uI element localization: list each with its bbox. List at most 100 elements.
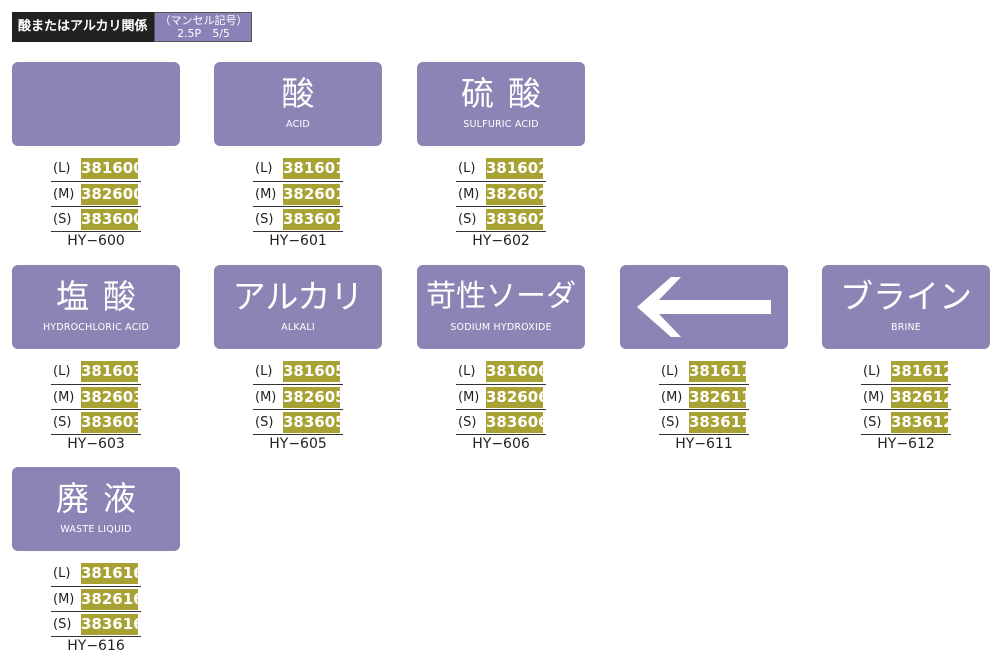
size-label: (L) <box>53 364 71 379</box>
sign-en-text: ALKALI <box>281 322 315 333</box>
sign-jp-text: ブライン <box>840 277 972 316</box>
sign-waste-liquid: 廃液 WASTE LIQUID <box>12 467 180 551</box>
size-label: (M) <box>53 389 75 405</box>
size-label: (S) <box>863 414 882 430</box>
product-code: 382600 <box>81 183 144 205</box>
size-label: (S) <box>53 414 72 430</box>
product-code: 381600 <box>81 158 144 179</box>
code-row-l: (L) 381600 <box>51 156 144 181</box>
size-label: (M) <box>53 186 75 202</box>
product-code: 382611 <box>689 386 752 408</box>
sign-jp-text: 廃液 <box>56 479 150 518</box>
product-code: 383603 <box>81 411 144 433</box>
code-row-s: (S)383606 <box>456 409 549 434</box>
code-list: (L)381606 (M)382606 (S)383606 <box>456 359 549 434</box>
code-row-l: (L)381605 <box>253 359 346 384</box>
sign-brine: ブライン BRINE <box>822 265 990 349</box>
model-number: HY−612 <box>861 434 951 452</box>
code-row-s: (S) 383602 <box>456 206 549 231</box>
product-code: 382601 <box>283 183 346 205</box>
size-label: (M) <box>458 186 480 202</box>
product-card-hy616: 廃液 WASTE LIQUID (L)381616 (M)382616 (S)3… <box>12 467 180 654</box>
sign-jp-text: アルカリ <box>232 277 364 316</box>
model-number: HY−606 <box>456 434 546 452</box>
size-label: (L) <box>661 364 679 379</box>
code-list: (L)381616 (M)382616 (S)383616 <box>51 561 144 636</box>
size-label: (M) <box>255 389 277 405</box>
product-code: 382606 <box>486 386 549 408</box>
code-list: (L)381611 (M)382611 (S)383611 <box>659 359 752 434</box>
product-code: 381606 <box>486 361 549 382</box>
code-row-m: (M)382612 <box>861 384 954 409</box>
size-label: (S) <box>458 211 477 227</box>
code-row-m: (M) 382605 <box>253 384 346 409</box>
code-row-s: (S) 383611 <box>659 409 752 434</box>
product-code: 381605 <box>283 361 346 382</box>
product-code: 383616 <box>81 613 144 635</box>
size-label: (L) <box>863 364 881 379</box>
code-row-m: (M)382606 <box>456 384 549 409</box>
size-label: (M) <box>255 186 277 202</box>
product-code: 383601 <box>283 208 346 230</box>
code-list: (L)381602 (M)382602 (S)383602 <box>456 156 549 231</box>
code-row-s: (S)383605 <box>253 409 346 434</box>
product-code: 383605 <box>283 411 346 433</box>
size-label: (S) <box>661 414 680 430</box>
sign-hydrochloric-acid: 塩酸 HYDROCHLORIC ACID <box>12 265 180 349</box>
munsell-label: （マンセル記号） <box>159 14 248 27</box>
product-code: 383600 <box>81 208 144 230</box>
code-row-m: (M)382616 <box>51 586 144 611</box>
code-list: (L)381605 (M) 382605 (S)383605 <box>253 359 346 434</box>
sign-en-text: SULFURIC ACID <box>463 119 539 130</box>
sign-jp-text: 苛性ソーダ <box>426 279 576 314</box>
code-row-s: (S)383601 <box>253 206 346 231</box>
product-code: 383602 <box>486 208 549 230</box>
code-list: (L) 381603 (M) 382603 (S) 383603 <box>51 359 144 434</box>
product-code: 382605 <box>283 386 346 408</box>
size-label: (L) <box>53 566 71 581</box>
sign-en-text: BRINE <box>890 322 922 333</box>
product-card-hy601: 酸 ACID (L)381601 (M)382601 (S)383601 HY−… <box>214 62 382 249</box>
product-card-hy605: アルカリ ALKALI (L)381605 (M) 382605 (S)38360… <box>214 265 382 452</box>
sign-arrow <box>620 265 788 349</box>
product-card-hy612: ブライン BRINE (L) 381612 (M)382612 (S) 383612… <box>822 265 990 452</box>
sign-acid: 酸 ACID <box>214 62 382 146</box>
product-code: 381611 <box>689 361 752 382</box>
size-label: (S) <box>53 211 72 227</box>
code-row-l: (L)381601 <box>253 156 346 181</box>
product-code: 382602 <box>486 183 549 205</box>
model-number: HY−605 <box>253 434 343 452</box>
sign-en-text: HYDROCHLORIC ACID <box>42 322 150 333</box>
code-row-l: (L) 381612 <box>861 359 954 384</box>
sign-en-text: ACID <box>286 119 310 130</box>
product-card-hy603: 塩酸 HYDROCHLORIC ACID (L) 381603 (M) 382603… <box>12 265 180 452</box>
sign-en-text: SODIUM HYDROXIDE <box>450 322 552 333</box>
size-label: (L) <box>255 161 273 176</box>
product-code: 381603 <box>81 361 144 382</box>
size-label: (L) <box>53 161 71 176</box>
page-header: 酸またはアルカリ関係 （マンセル記号） 2.5P 5/5 <box>12 12 253 42</box>
model-number: HY−616 <box>51 636 141 654</box>
model-number: HY−611 <box>659 434 749 452</box>
sign-jp-text: 酸 <box>281 74 315 113</box>
munsell-value: 2.5P 5/5 <box>177 27 230 40</box>
code-row-l: (L)381606 <box>456 359 549 384</box>
sign-sulfuric-acid: 硫酸 SULFURIC ACID <box>417 62 585 146</box>
sign-blank <box>12 62 180 146</box>
product-code: 382616 <box>81 588 144 610</box>
product-code: 383612 <box>891 411 954 433</box>
code-list: (L) 381600 (M) 382600 (S) 383600 <box>51 156 144 231</box>
product-card-hy600: (L) 381600 (M) 382600 (S) 383600 HY−600 <box>12 62 180 249</box>
model-number: HY−600 <box>51 231 141 249</box>
product-code: 383611 <box>689 411 752 433</box>
product-code: 382612 <box>891 386 954 408</box>
product-card-hy606: 苛性ソーダ SODIUM HYDROXIDE (L)381606 (M)3826… <box>417 265 585 452</box>
code-list: (L)381601 (M) 382601 (S)383601 <box>253 156 346 231</box>
code-list: (L) 381612 (M)382612 (S) 383612 <box>861 359 954 434</box>
product-card-hy611: (L)381611 (M)382611 (S)383611 HY−611 <box>620 265 788 452</box>
product-code: 382603 <box>81 386 144 408</box>
product-code: 381612 <box>891 361 954 382</box>
size-label: (L) <box>458 161 476 176</box>
code-row-s: (S) 383600 <box>51 206 144 231</box>
sign-jp-text: 硫酸 <box>461 74 555 113</box>
